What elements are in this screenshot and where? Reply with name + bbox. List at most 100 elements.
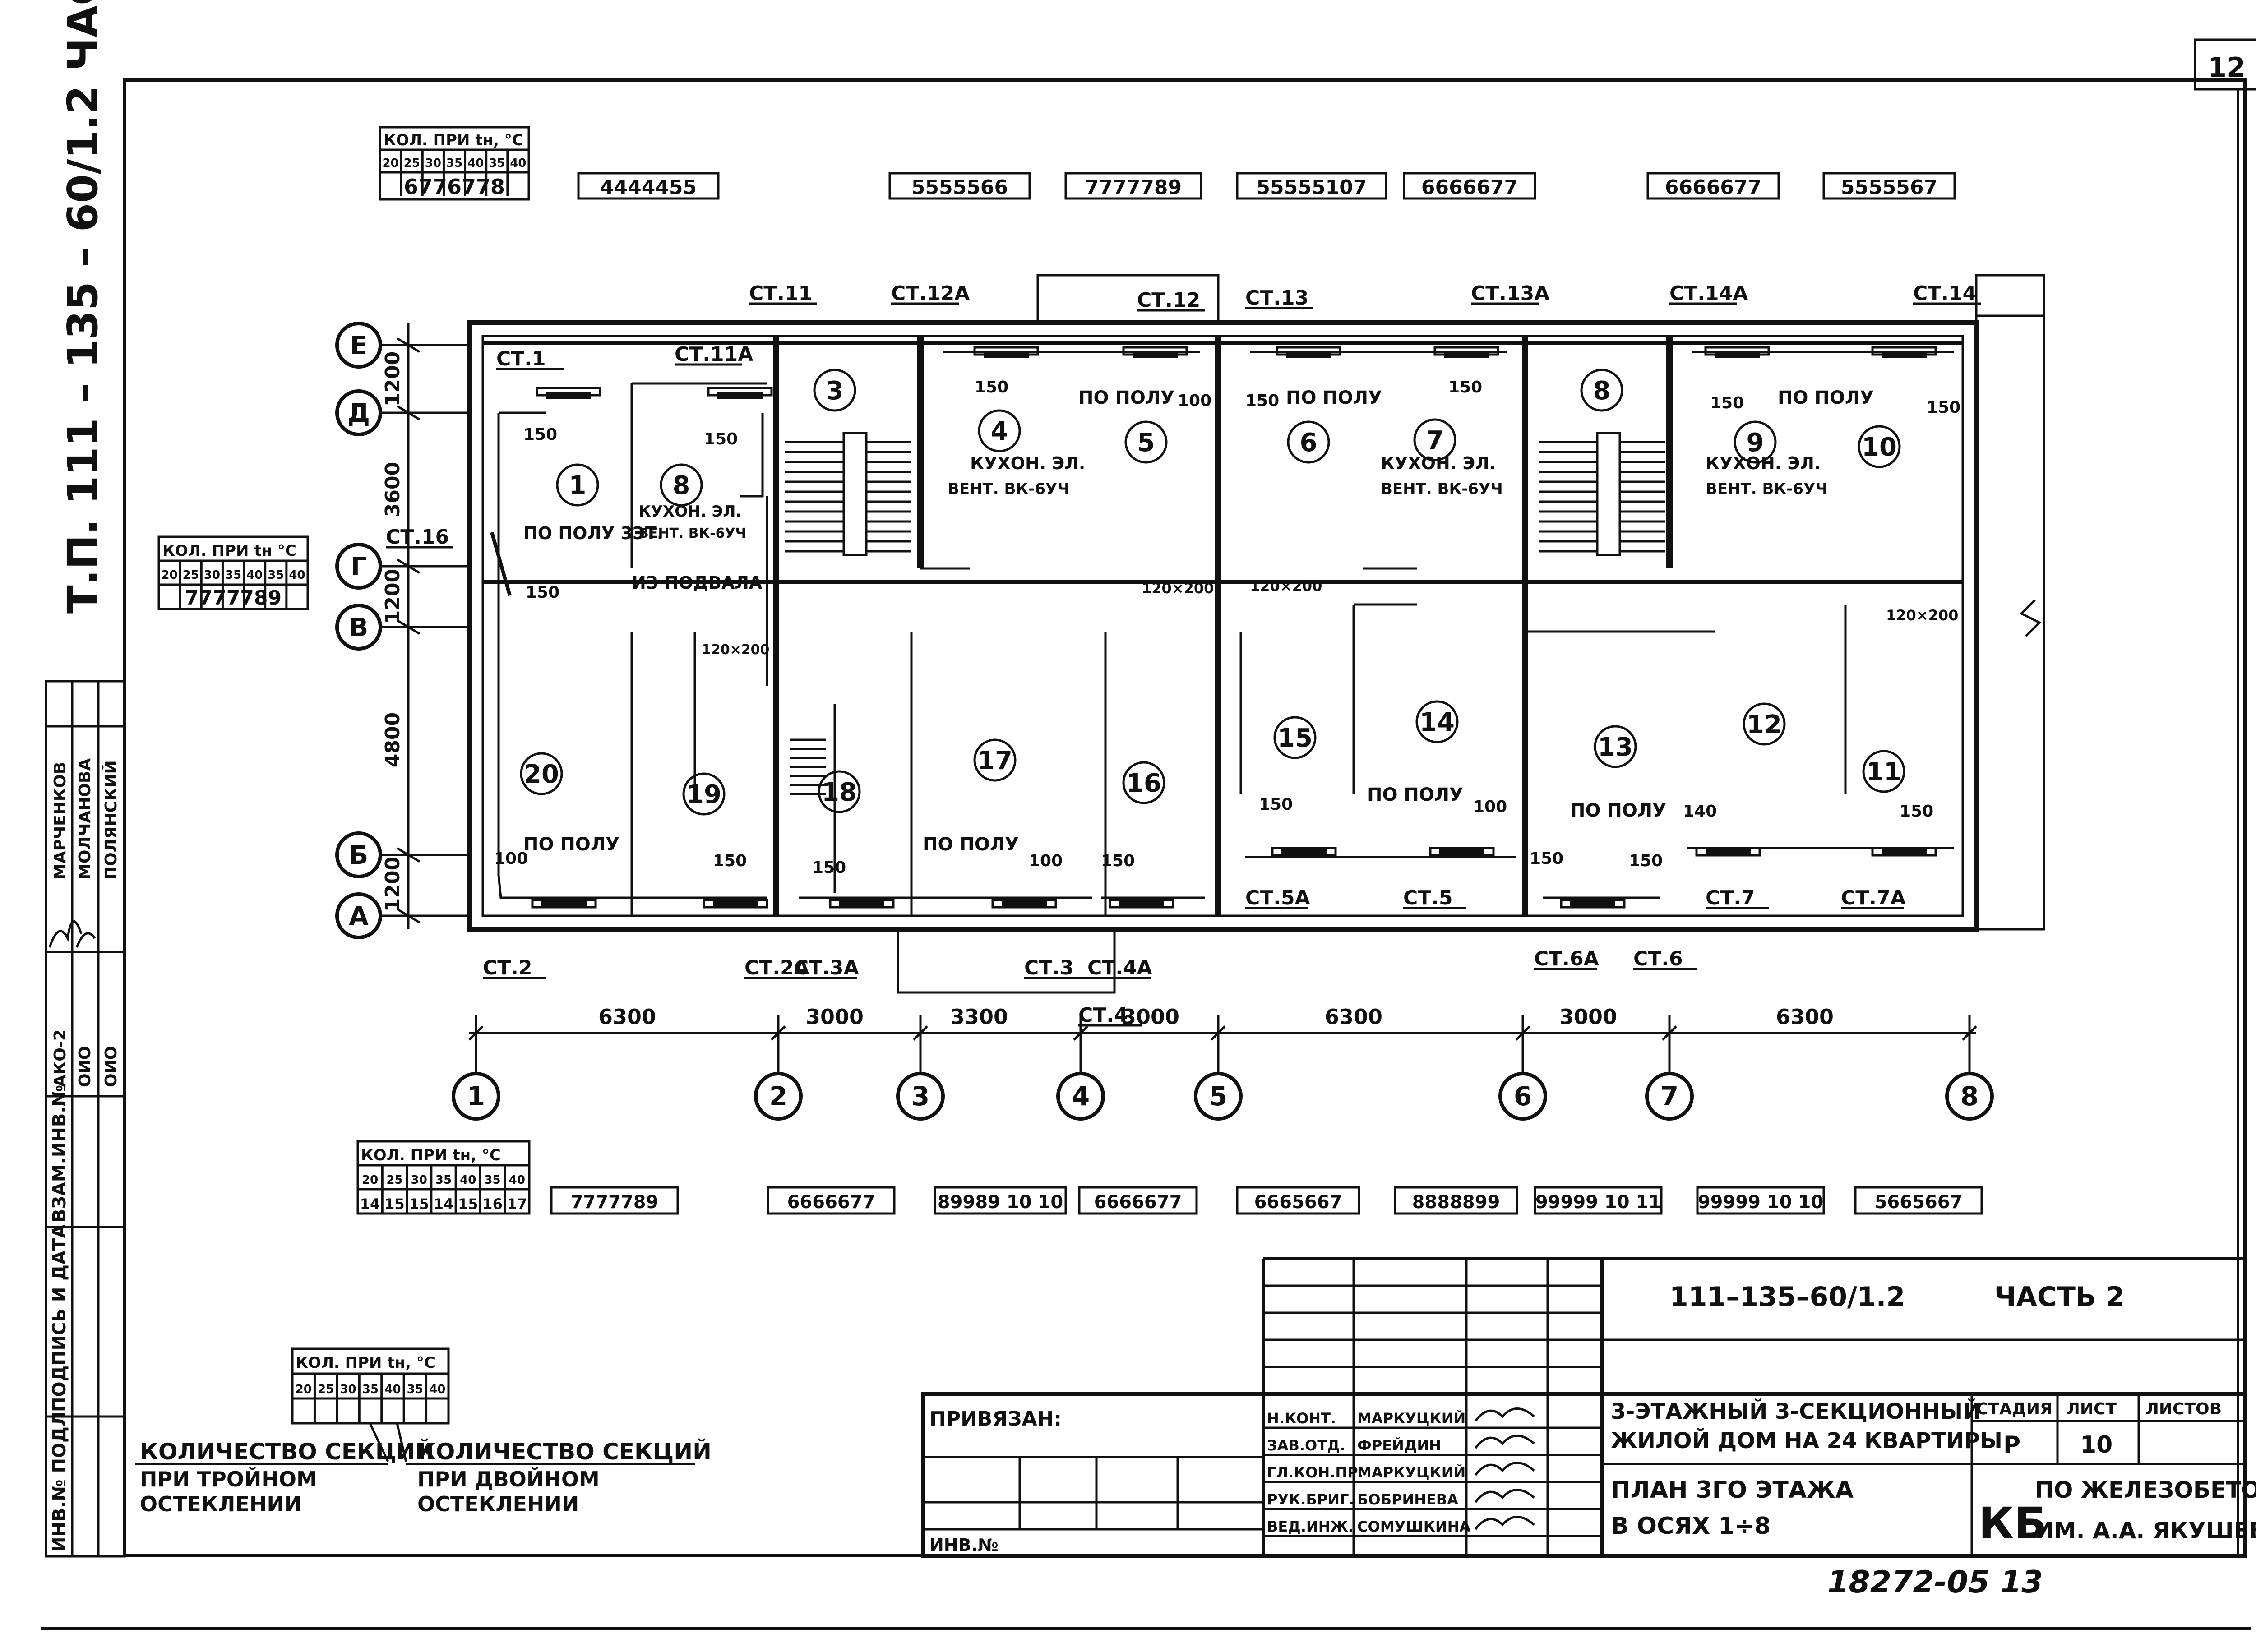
left-temp-4: 40 [246, 568, 263, 582]
bottom-count-0: 7777789 [571, 1192, 659, 1213]
bottom-first-1: 15 [384, 1195, 405, 1213]
room-6: 8 [1593, 376, 1611, 406]
note-duct-2: 120×200 [1250, 577, 1322, 595]
legend-temp-1: 25 [318, 1383, 334, 1396]
riser-bottom-8: СТ.6А [1534, 947, 1599, 970]
bottom-count-header-table [356, 1140, 531, 1215]
riser-bottom-7: СТ.5 [1403, 886, 1453, 909]
legend-right-sub1: ПРИ ДВОЙНОМ [417, 1467, 600, 1491]
dim-100-c: 100 [1029, 852, 1063, 870]
room-4: 6 [1300, 428, 1318, 457]
riser-bottom-3: СТ.3 [1024, 956, 1074, 979]
bottom-temp-6: 40 [509, 1173, 525, 1187]
bottom-count-box-3 [1078, 1186, 1198, 1215]
riser-top-9: СТ.16 [386, 526, 449, 549]
room-circle-3 [1124, 420, 1168, 464]
dim-150-b: 150 [526, 583, 559, 602]
bottom-first-0: 14 [360, 1195, 380, 1213]
top-count-box-6 [1646, 172, 1780, 200]
axis-number-2: 3 [911, 1081, 929, 1112]
note-kitchen-7: КУХОН. ЭЛ. [1381, 453, 1496, 473]
room-15: 16 [1126, 769, 1161, 798]
riser-top-7: СТ.14А [1669, 282, 1748, 305]
left-table-title: КОЛ. ПРИ tн °С [162, 542, 296, 560]
stamp-name-2: МОЛЧАНОВА [76, 758, 94, 880]
tb-list: 10 [2080, 1431, 2113, 1458]
break-line [2019, 599, 2042, 637]
stamp-name-3: ПОЛЯНСКИЙ [102, 760, 120, 880]
riser-top-2: СТ.11А [675, 343, 753, 366]
legend-temp-5: 35 [407, 1383, 423, 1396]
note-po-polu-6: ПО ПОЛУ [1286, 388, 1382, 408]
tb-org-1: ПО ЖЕЛЕЗОБЕТОНУ [2035, 1477, 2256, 1503]
bottom-count-5: 8888899 [1412, 1192, 1500, 1213]
legend-temp-4: 40 [384, 1383, 401, 1396]
legend-temp-2: 30 [340, 1383, 356, 1396]
legend-title: КОЛ. ПРИ tн, °С [296, 1354, 435, 1372]
top-table-title: КОЛ. ПРИ tн, °С [384, 131, 523, 149]
top-count-3: 7777789 [1085, 176, 1182, 199]
riser-bottom-2: СТ.3А [794, 956, 859, 979]
left-count-0: 7777789 [185, 586, 282, 609]
dim-140: 140 [1683, 802, 1717, 821]
axis-number-1: 2 [769, 1081, 787, 1112]
room-circle-7 [660, 463, 703, 507]
building-outline [467, 274, 2045, 994]
page-number: 12 [2208, 52, 2246, 83]
room-circle-14 [1273, 716, 1317, 759]
riser-top-4: СТ.12 [1137, 289, 1200, 312]
room-7: 8 [673, 471, 690, 500]
tb-project-2: ЖИЛОЙ ДОМ НА 24 КВАРТИРЫ [1611, 1428, 2002, 1454]
tb-listov-h: ЛИСТОВ [2145, 1400, 2222, 1418]
note-po-polu-14: ПО ПОЛУ [1367, 784, 1463, 805]
room-circle-5 [1413, 418, 1456, 461]
note-vent-1: ВЕНТ. ВК-6УЧ [638, 526, 746, 541]
dim-100-d: 100 [1473, 798, 1507, 816]
stairs [785, 432, 1665, 795]
bottom-count-7: 99999 10 10 [1698, 1192, 1823, 1213]
signature-marks [48, 920, 96, 948]
bottom-temp-2: 30 [411, 1173, 427, 1187]
tb-role-3: РУК.БРИГ. [1267, 1491, 1355, 1508]
room-circle-10 [1862, 750, 1905, 793]
top-count-box-5 [1403, 172, 1536, 200]
dim-150-f: 150 [1448, 378, 1482, 397]
left-temp-5: 35 [268, 568, 284, 582]
note-po-polu-20: ПО ПОЛУ [523, 834, 619, 855]
tb-sheet-2: В ОСЯХ 1÷8 [1611, 1513, 1771, 1540]
bottom-first-4: 15 [458, 1195, 478, 1213]
left-temp-6: 40 [289, 568, 305, 582]
tb-person-4: СОМУШКИНА [1357, 1518, 1470, 1535]
legend-left-sub2: ОСТЕКЛЕНИИ [140, 1492, 301, 1516]
top-count-6: 6666677 [1665, 176, 1761, 199]
riser-bottom-5: СТ.4 [1078, 1004, 1128, 1027]
room-circle-11 [1743, 702, 1786, 746]
room-8: 9 [1747, 428, 1764, 457]
legend-table [135, 1347, 695, 1465]
v-dim-4: 1200 [381, 857, 404, 912]
tb-org-2: ИМ. А.А. ЯКУШЕВА [2035, 1518, 2256, 1544]
room-circle-8 [1734, 420, 1777, 464]
room-18: 19 [686, 780, 721, 809]
room-circle-1 [813, 369, 856, 412]
note-iz-podvala: ИЗ ПОДВАЛА [632, 573, 763, 593]
top-count-header-table [379, 126, 530, 201]
legend-right-label: КОЛИЧЕСТВО СЕКЦИЙ [417, 1438, 712, 1465]
bottom-count-box-5 [1394, 1186, 1518, 1215]
tb-person-0: МАРКУЦКИЙ [1357, 1410, 1465, 1427]
legend-left-label: КОЛИЧЕСТВО СЕКЦИЙ [140, 1438, 434, 1465]
note-vent-7: ВЕНТ. ВК-6УЧ [1381, 480, 1503, 498]
note-po-polu-17: ПО ПОЛУ [923, 834, 1019, 855]
h-dim-4: 6300 [1325, 1005, 1382, 1029]
note-po-polu-3et: ПО ПОЛУ 3ЭТ. [523, 523, 663, 543]
h-dim-5: 3000 [1559, 1005, 1617, 1029]
top-temp-6: 40 [510, 157, 526, 170]
tb-role-1: ЗАВ.ОТД. [1267, 1437, 1345, 1454]
note-duct-3: 120×200 [1886, 607, 1958, 624]
room-19: 20 [524, 760, 559, 789]
tb-inv: ИНВ.№ [929, 1535, 999, 1555]
note-kitchen-1: КУХОН. ЭЛ. [638, 503, 741, 521]
